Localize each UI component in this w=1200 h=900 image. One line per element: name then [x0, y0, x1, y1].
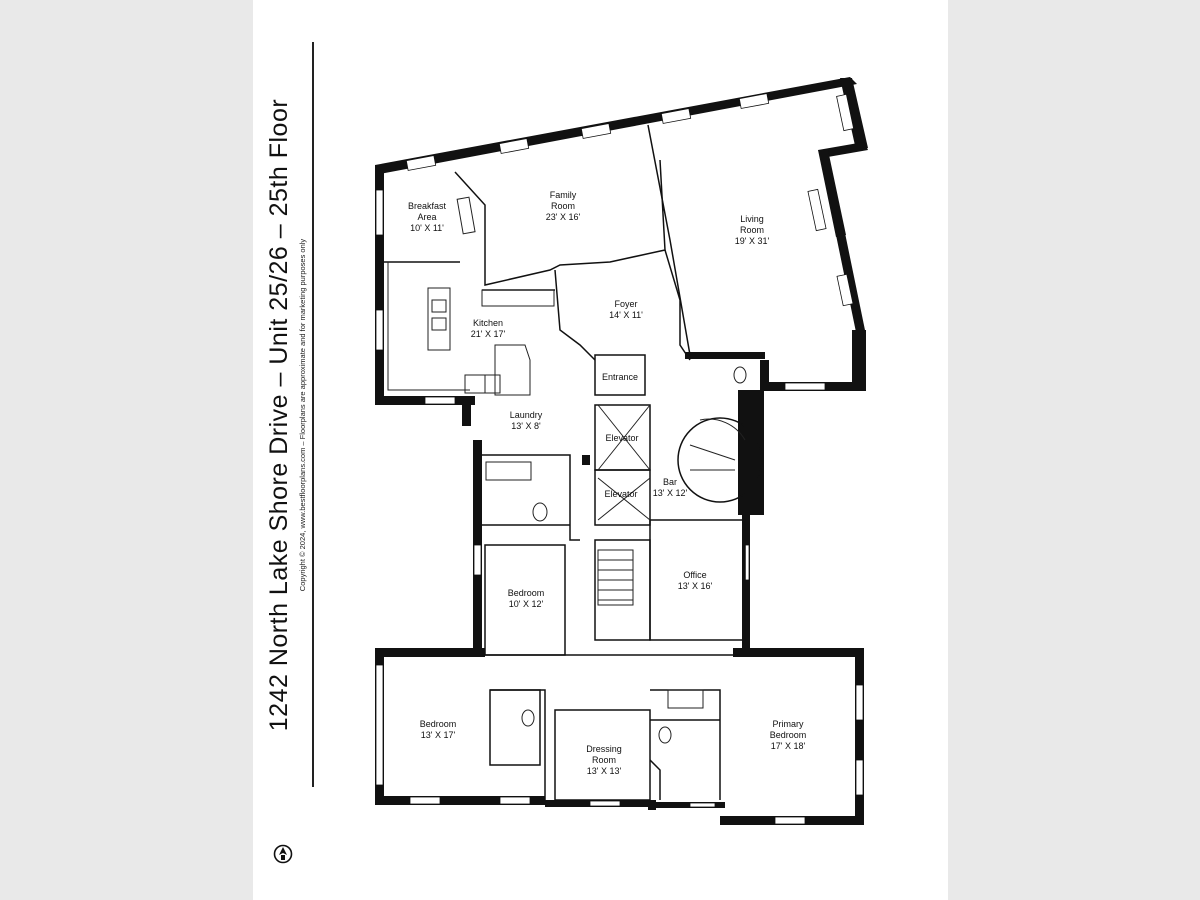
room-dimensions: 10' X 12' — [509, 599, 544, 609]
room-name: Room — [592, 755, 616, 765]
staircases — [597, 404, 763, 606]
room-name: Bar — [663, 477, 677, 487]
room-name: Foyer — [614, 299, 637, 309]
room-name: Bedroom — [420, 719, 457, 729]
room-name: Kitchen — [473, 318, 503, 328]
room-name: Bedroom — [508, 588, 545, 598]
room-label-elevator1: Elevator — [605, 433, 638, 443]
room-dimensions: 19' X 31' — [735, 236, 770, 246]
room-dimensions: 23' X 16' — [546, 212, 581, 222]
room-name: Family — [550, 190, 577, 200]
room-dimensions: 13' X 16' — [678, 581, 713, 591]
room-name: Elevator — [605, 433, 638, 443]
room-dimensions: 10' X 11' — [410, 223, 444, 233]
room-dimensions: 13' X 17' — [421, 730, 456, 740]
exterior-walls — [375, 77, 868, 825]
room-name: Area — [417, 212, 436, 222]
windows — [375, 93, 864, 825]
room-dimensions: 13' X 13' — [587, 766, 622, 776]
room-dimensions: 13' X 12' — [653, 488, 688, 498]
room-name: Elevator — [604, 489, 637, 499]
room-label-elevator2: Elevator — [604, 489, 637, 499]
room-name: Office — [683, 570, 706, 580]
room-dimensions: 21' X 17' — [471, 329, 506, 339]
room-name: Laundry — [510, 410, 543, 420]
bath-fixtures — [485, 366, 747, 744]
room-name: Room — [551, 201, 575, 211]
compass-icon — [273, 844, 293, 864]
room-dimensions: 17' X 18' — [771, 741, 806, 751]
room-dimensions: 13' X 8' — [511, 421, 541, 431]
room-name: Room — [740, 225, 764, 235]
room-label-entrance: Entrance — [602, 372, 638, 382]
kitchen-fixtures — [387, 196, 555, 396]
room-name: Breakfast — [408, 201, 447, 211]
room-name: Entrance — [602, 372, 638, 382]
interior-walls — [384, 124, 746, 801]
room-name: Dressing — [586, 744, 622, 754]
room-dimensions: 14' X 11' — [609, 310, 643, 320]
room-name: Bedroom — [770, 730, 807, 740]
room-name: Living — [740, 214, 764, 224]
room-name: Primary — [773, 719, 804, 729]
title-rule — [312, 42, 314, 787]
